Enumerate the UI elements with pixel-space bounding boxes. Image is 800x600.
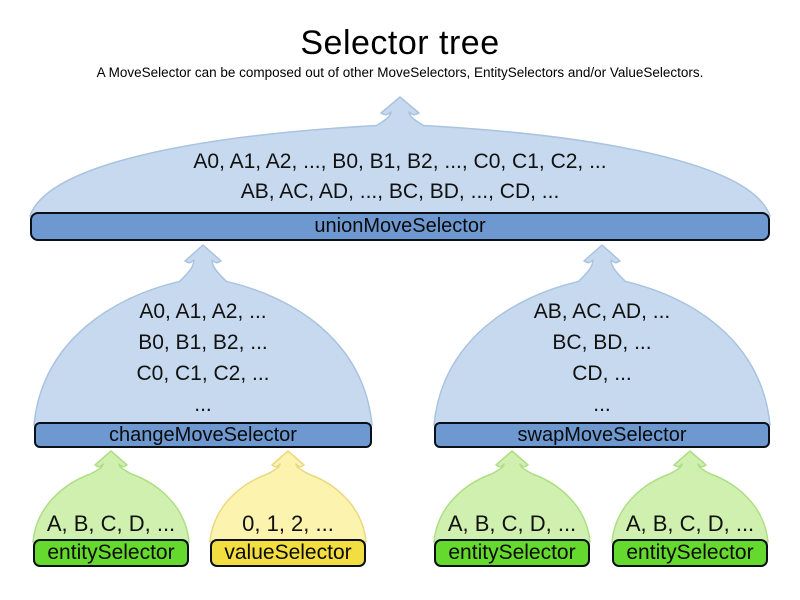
entity-funnel-1-shape	[32, 450, 190, 543]
swap-funnel-values: AB, AC, AD, ... BC, BD, ... CD, ... ...	[452, 296, 752, 420]
value-selector-values: 0, 1, 2, ...	[242, 511, 334, 536]
change-values-line-3: C0, C1, C2, ...	[136, 362, 270, 385]
value-funnel-shape	[209, 450, 367, 543]
diagram-subtitle: A MoveSelector can be composed out of ot…	[96, 65, 704, 80]
swap-move-selector-bar: swapMoveSelector	[434, 422, 770, 448]
entity-selector-bar-1: entitySelector	[33, 539, 189, 567]
entity-selector-bar-3: entitySelector	[612, 539, 768, 567]
union-funnel-shape	[29, 96, 771, 217]
union-values-line-1: A0, A1, A2, ..., B0, B1, B2, ..., C0, C1…	[193, 150, 607, 173]
union-values-line-2: AB, AC, AD, ..., BC, BD, ..., CD, ...	[240, 180, 560, 203]
entity-funnel-3-shape	[611, 450, 769, 543]
swap-values-line-1: AB, AC, AD, ...	[533, 300, 671, 323]
change-funnel-values: A0, A1, A2, ... B0, B1, B2, ... C0, C1, …	[53, 296, 353, 420]
swap-values-line-2: BC, BD, ...	[552, 331, 652, 354]
diagram-title: Selector tree	[300, 24, 500, 62]
union-move-selector-bar: unionMoveSelector	[30, 212, 770, 241]
entity-selector-values-1: A, B, C, D, ...	[46, 511, 176, 536]
swap-values-line-3: CD, ...	[572, 362, 632, 385]
value-selector-bar: valueSelector	[210, 539, 366, 567]
change-values-line-2: B0, B1, B2, ...	[138, 331, 268, 354]
change-funnel-shape	[33, 244, 373, 426]
swap-values-line-4: ...	[593, 393, 611, 416]
entity-funnel-2-shape	[433, 450, 591, 543]
change-move-selector-bar: changeMoveSelector	[34, 422, 372, 448]
swap-funnel-shape	[433, 244, 771, 426]
union-funnel-values: A0, A1, A2, ..., B0, B1, B2, ..., C0, C1…	[30, 147, 770, 207]
entity-selector-values-3: A, B, C, D, ...	[625, 511, 755, 536]
entity-selector-values-2: A, B, C, D, ...	[447, 511, 577, 536]
entity-selector-bar-2: entitySelector	[434, 539, 590, 567]
change-values-line-1: A0, A1, A2, ...	[139, 300, 267, 323]
change-values-line-4: ...	[194, 393, 212, 416]
